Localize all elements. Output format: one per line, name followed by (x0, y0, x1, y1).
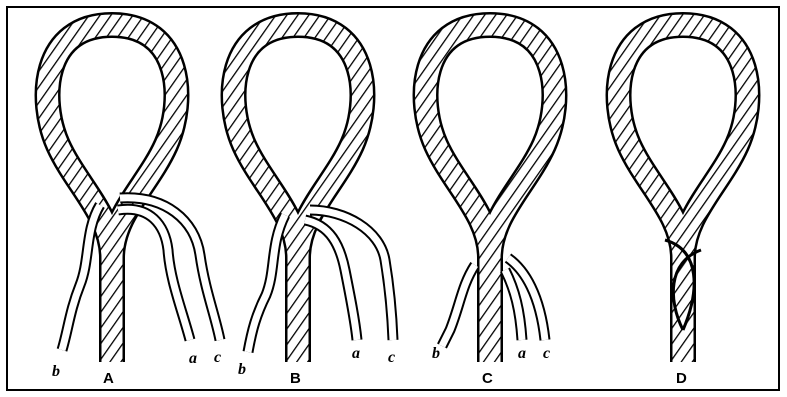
strand-label-c: c (543, 345, 550, 362)
panel-label-a: A (103, 370, 114, 387)
strand-label-b: b (238, 361, 246, 378)
strand-label-a: a (189, 350, 197, 367)
strand-label-c: c (388, 349, 395, 366)
panel-label-b: B (290, 370, 301, 387)
strand-label-b: b (52, 363, 60, 380)
strand-label-a: a (352, 345, 360, 362)
strand-label-c: c (214, 349, 221, 366)
strand-label-a: a (518, 345, 526, 362)
panel-label-d: D (676, 370, 687, 387)
panel-label-c: C (482, 370, 493, 387)
strand-label-b: b (432, 345, 440, 362)
